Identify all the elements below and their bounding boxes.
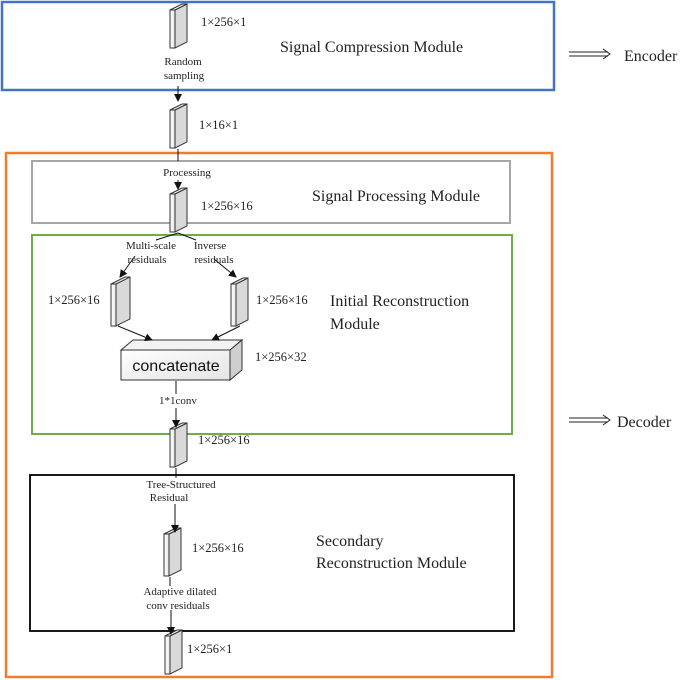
op-multiscale-line1: Multi-scale bbox=[126, 240, 176, 252]
initial-module-title-line2: Module bbox=[330, 316, 380, 333]
compression-module-title: Signal Compression Module bbox=[280, 39, 463, 56]
dim-concat: 1×256×32 bbox=[255, 350, 307, 364]
decoder-double-arrow bbox=[569, 414, 611, 426]
arrow-right-to-concat bbox=[211, 325, 241, 341]
secondary-module-title-line2: Reconstruction Module bbox=[316, 555, 467, 572]
tensor-block-conv-out bbox=[169, 422, 188, 468]
encoder-double-arrow bbox=[569, 48, 611, 60]
op-multiscale-line2: residuals bbox=[127, 254, 166, 266]
op-tree-structured-line2: Residual bbox=[150, 492, 189, 504]
connectors bbox=[117, 86, 241, 635]
op-inverse-line2: residuals bbox=[194, 254, 233, 266]
op-inverse-line1: Inverse bbox=[194, 240, 226, 252]
line-processed-to-multiscale bbox=[155, 232, 179, 241]
encoder-box bbox=[0, 0, 556, 92]
initial-module-title-line1: Initial Reconstruction bbox=[330, 293, 469, 310]
op-conv: 1*1conv bbox=[159, 395, 197, 407]
op-random-sampling-line2: sampling bbox=[164, 70, 205, 82]
processing-module-title: Signal Processing Module bbox=[312, 188, 480, 205]
tensor-block-input bbox=[169, 3, 188, 49]
op-adaptive-line2: conv residuals bbox=[146, 600, 209, 612]
tensor-block-left-branch bbox=[110, 276, 131, 327]
dim-right-branch: 1×256×16 bbox=[256, 293, 308, 307]
op-processing: Processing bbox=[163, 167, 211, 179]
dim-sampled: 1×16×1 bbox=[199, 118, 238, 132]
secondary-module-title-line1: Secondary bbox=[316, 533, 384, 550]
op-adaptive-line1: Adaptive dilated bbox=[143, 586, 217, 598]
secondary-reconstruction-box bbox=[29, 474, 515, 632]
signal-processing-box bbox=[31, 160, 511, 224]
dim-processed: 1×256×16 bbox=[201, 199, 253, 213]
tensor-block-right-branch bbox=[230, 277, 249, 327]
arrow-to-left-branch bbox=[119, 255, 136, 278]
op-random-sampling-line1: Random bbox=[164, 56, 202, 68]
tensor-block-output bbox=[164, 629, 183, 675]
dim-left-branch: 1×256×16 bbox=[48, 293, 100, 307]
concatenate-block bbox=[119, 338, 244, 382]
encoder-label: Encoder bbox=[624, 48, 678, 65]
decoder-label: Decoder bbox=[617, 414, 672, 431]
decoder-box bbox=[4, 151, 554, 679]
arrow-left-to-concat bbox=[117, 325, 153, 342]
op-tree-structured-line1: Tree-Structured bbox=[146, 479, 216, 491]
initial-reconstruction-box bbox=[31, 234, 513, 435]
arrow-to-right-branch bbox=[213, 258, 237, 278]
tensor-block-processed bbox=[169, 187, 188, 233]
dim-input: 1×256×1 bbox=[201, 15, 246, 29]
concatenate-label: concatenate bbox=[132, 358, 219, 375]
dim-tree-out: 1×256×16 bbox=[192, 541, 244, 555]
tensor-block-tree-out bbox=[163, 527, 182, 577]
dim-output: 1×256×1 bbox=[187, 642, 232, 656]
tensor-block-sampled bbox=[169, 103, 188, 149]
line-processed-to-inverse bbox=[177, 232, 197, 241]
dim-conv-out: 1×256×16 bbox=[198, 433, 250, 447]
